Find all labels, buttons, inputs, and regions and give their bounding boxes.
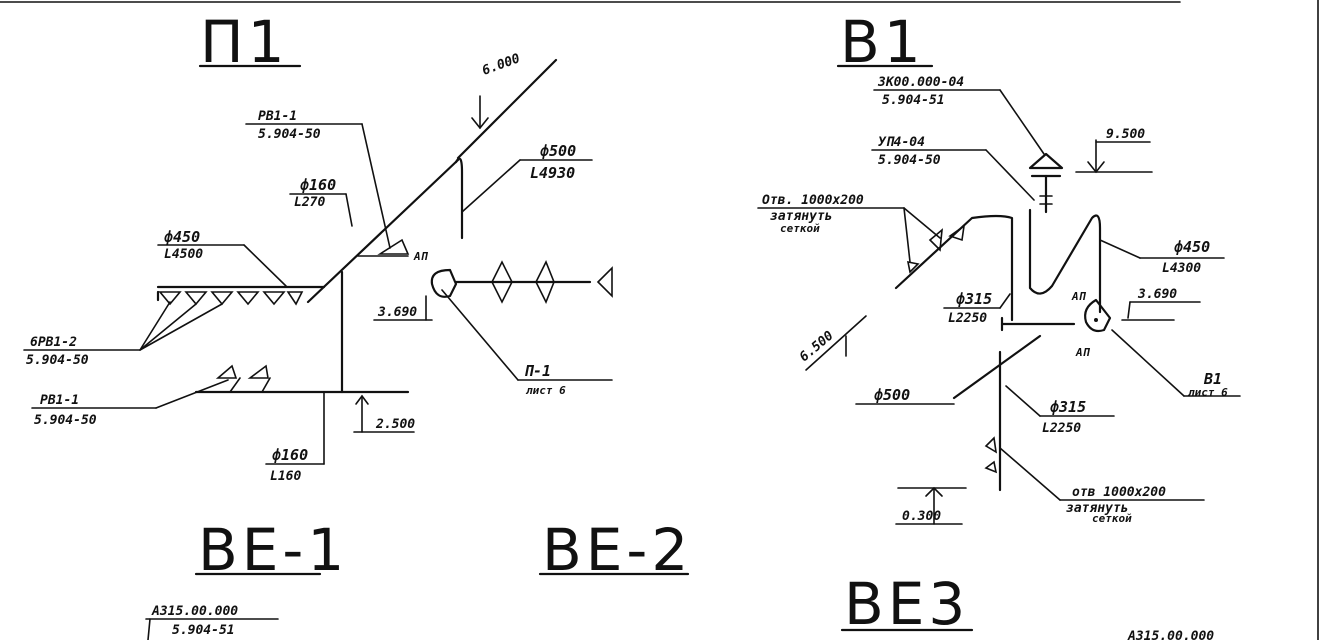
b1-elev-top: 9.500	[1106, 127, 1145, 142]
p1-rv-grp: 6РВ1-2	[30, 335, 77, 350]
p1-rv-top-ref: 5.904-50	[258, 127, 321, 142]
b1-l4300: L4300	[1162, 261, 1201, 276]
b1-sheet: лист 6	[1187, 386, 1228, 399]
p1-d160-a: ф160	[300, 176, 336, 194]
title-b1: В1	[836, 8, 934, 76]
p1-sheet: лист 6	[525, 384, 566, 397]
p1-l4930: L4930	[530, 164, 575, 182]
b1-otv1-c: сеткой	[780, 222, 820, 235]
b1-otv1: Отв. 1000х200	[762, 193, 864, 208]
b1-d315-b: ф315	[1050, 398, 1086, 416]
p1-rv-low: РВ1-1	[40, 393, 79, 408]
svg-text:ВЕ3: ВЕ3	[844, 570, 969, 638]
svg-text:ВЕ-1: ВЕ-1	[198, 516, 348, 584]
p1-l160: L160	[270, 469, 301, 484]
title-p1: П1	[198, 8, 302, 76]
p1-d160-b: ф160	[272, 446, 308, 464]
p1-ref: П-1	[524, 362, 551, 380]
b1-up: УП4-04	[878, 135, 925, 150]
b1-ap-b: АП	[1075, 346, 1091, 359]
b1-otv2-c: сеткой	[1092, 512, 1132, 525]
p1-elev-top: 6.000	[480, 51, 522, 79]
b1-elev-low: 0.300	[902, 509, 941, 524]
p1-d500: ф500	[540, 142, 576, 160]
scheme-p1: 6.000 ф500 L4930 РВ1-1 5.904-50 ф160 L27…	[23, 51, 613, 484]
scheme-b1: 3К00.000-04 5.904-51 УП4-04 5.904-50 9.5…	[757, 75, 1241, 525]
p1-d450: ф450	[164, 228, 200, 246]
p1-l4500: L4500	[164, 247, 203, 262]
b1-ap-a: АП	[1071, 290, 1087, 303]
b1-otv2-b: затянуть	[1066, 501, 1129, 516]
b1-d500: ф500	[874, 386, 910, 404]
b1-zont-ref: 5.904-51	[882, 93, 945, 108]
be1-ref-code-2: 5.904-51	[172, 623, 235, 638]
p1-rv-low-ref: 5.904-50	[34, 413, 97, 428]
title-be2: ВЕ-2	[538, 516, 692, 584]
svg-text:ВЕ-2: ВЕ-2	[542, 516, 692, 584]
b1-elev-mid: 3.690	[1137, 287, 1177, 302]
p1-rv-top: РВ1-1	[258, 109, 297, 124]
b1-otv1-b: затянуть	[770, 209, 833, 224]
be3-ref: А315.00.000	[1127, 629, 1214, 640]
title-be3: ВЕ3	[840, 570, 974, 638]
b1-otv2: отв 1000х200	[1072, 485, 1166, 500]
p1-elev-mid: 3.690	[377, 305, 417, 320]
b1-l2250-b: L2250	[1042, 421, 1081, 436]
title-be1: ВЕ-1	[194, 516, 348, 584]
b1-d315-a: ф315	[956, 290, 992, 308]
svg-text:В1: В1	[840, 8, 925, 76]
p1-ap: АП	[413, 250, 429, 263]
svg-text:П1: П1	[200, 8, 289, 76]
b1-l2250-a: L2250	[948, 311, 987, 326]
b1-d450: ф450	[1174, 238, 1210, 256]
be3-ref-code: А315.00.000	[1127, 629, 1214, 640]
be1-ref: А315.00.000 5.904-51	[145, 604, 279, 640]
p1-rv-grp-ref: 5.904-50	[26, 353, 89, 368]
b1-up-ref: 5.904-50	[878, 153, 941, 168]
be1-ref-code: А315.00.000	[151, 604, 238, 619]
p1-l270: L270	[294, 195, 325, 210]
b1-zont: 3К00.000-04	[877, 75, 964, 90]
b1-ref: В1	[1203, 370, 1222, 388]
p1-elev-low: 2.500	[375, 417, 415, 432]
